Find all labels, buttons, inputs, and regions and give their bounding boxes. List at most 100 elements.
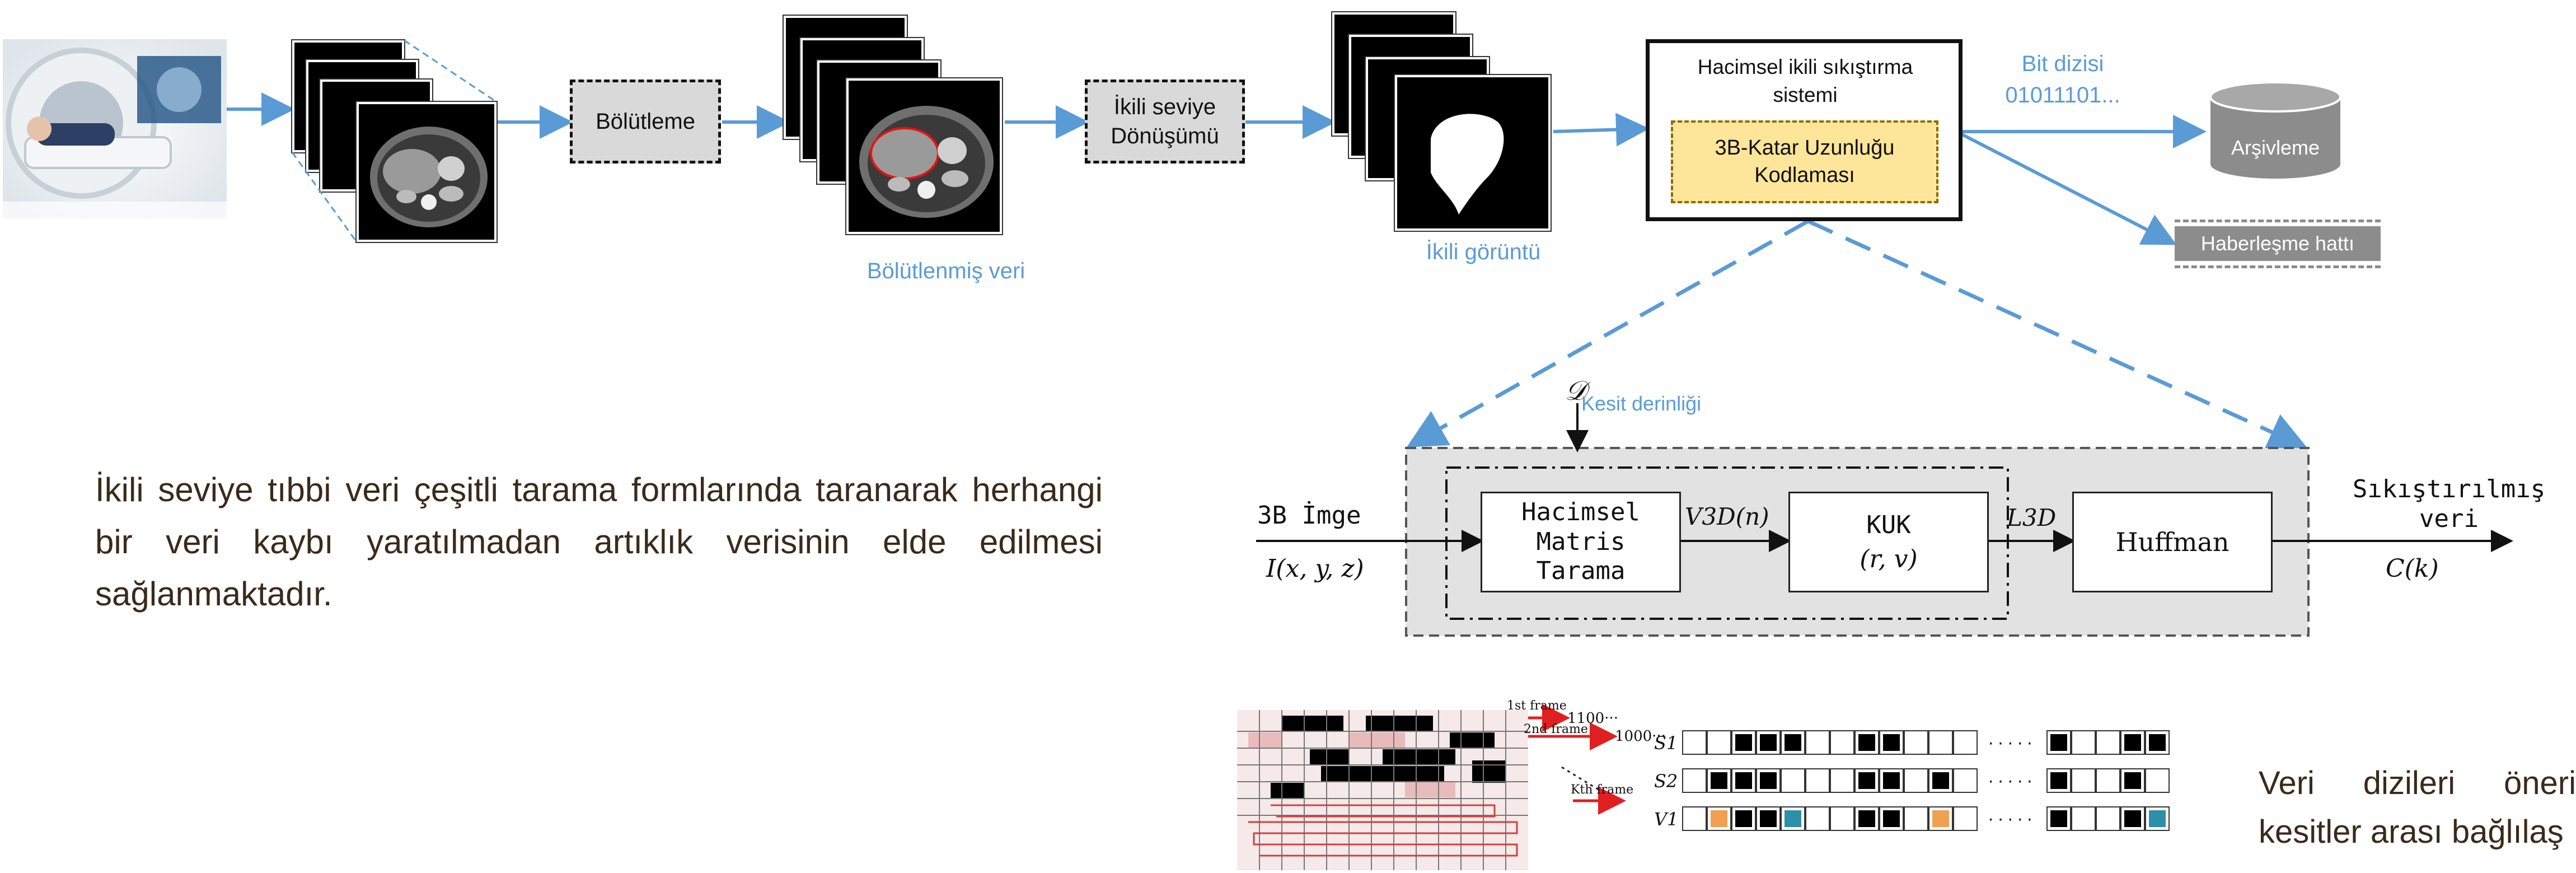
sequence-cell — [1731, 730, 1756, 755]
depth-symbol: 𝒟 — [1565, 375, 1587, 407]
second-frame-bits: 1000··· — [1615, 728, 1666, 745]
huffman-label: Huffman — [2115, 527, 2230, 557]
input-label: 3B İmge — [1257, 501, 1361, 530]
scan-block-label: Hacimsel Matris Tarama — [1521, 497, 1640, 586]
input-symbol: I(x, y, z) — [1266, 554, 1364, 583]
s2-label: S2 — [1654, 771, 1678, 792]
segmentation-label: Bölütleme — [596, 109, 695, 134]
sequence-cell — [1805, 730, 1830, 755]
sequence-cell — [1854, 806, 1879, 831]
sequence-cell — [2120, 806, 2145, 831]
sequence-cell — [1953, 768, 1978, 793]
sequence-cell — [1781, 806, 1805, 831]
sequence-cell — [1781, 768, 1805, 793]
sequence-s2: ····· — [1682, 768, 2170, 793]
sequence-cell — [1879, 730, 1904, 755]
sequence-cell — [1854, 768, 1879, 793]
sequence-cell — [1830, 768, 1854, 793]
sequence-cell — [1682, 730, 1707, 755]
sequence-cell — [1928, 768, 1953, 793]
binary-mask-stack — [1332, 12, 1556, 231]
output-label: Sıkıştırılmış veri — [2352, 475, 2546, 533]
signal-v: V3D(n) — [1685, 503, 1769, 530]
sequence-cell — [2071, 730, 2096, 755]
ct-slice-stack — [292, 40, 499, 248]
sequence-cell — [1756, 806, 1781, 831]
sequence-cell — [2120, 768, 2145, 793]
sequence-cell — [1731, 806, 1756, 831]
sequence-cell — [2120, 730, 2145, 755]
signal-l: L3D — [2007, 504, 2057, 531]
sequence-ellipsis: ····· — [1988, 770, 2036, 791]
sequence-cell — [2071, 806, 2096, 831]
output-symbol: C(k) — [2386, 554, 2439, 583]
sequence-cell — [2095, 768, 2120, 793]
second-frame-label: 2nd frame — [1524, 722, 1588, 736]
sequence-cell — [1756, 768, 1781, 793]
sequence-cell — [2046, 768, 2071, 793]
sequence-cell — [2095, 806, 2120, 831]
sequence-cell — [1707, 806, 1731, 831]
sequence-cell — [1928, 806, 1953, 831]
sequence-cell — [1830, 730, 1854, 755]
compression-system-box: Hacimsel ikili sıkıştırma sistemi 3B-Kat… — [1646, 39, 1963, 221]
sequence-cell — [2046, 806, 2071, 831]
s1-label: S1 — [1654, 732, 1678, 754]
sequence-cell — [1707, 730, 1731, 755]
channel-bar: Haberleşme hattı — [2175, 220, 2381, 270]
sequence-cell — [1682, 806, 1707, 831]
depth-label: Kesit derinliği — [1581, 392, 1702, 415]
kuk-block: KUK (r, v) — [1788, 492, 1989, 592]
channel-label: Haberleşme hattı — [2200, 232, 2355, 255]
sequence-cell — [2144, 806, 2170, 831]
sequence-cell — [1879, 768, 1904, 793]
sequence-cell — [1830, 806, 1854, 831]
archive-label: Arşivleme — [2231, 136, 2320, 159]
kuk-params: (r, v) — [1860, 545, 1918, 573]
description-right: Veri dizileri öneri kesitler arası bağlı… — [2259, 765, 2576, 850]
ct-slice-front — [357, 102, 497, 242]
binary-image-caption: İkili görüntü — [1426, 240, 1541, 264]
v1-label: V1 — [1654, 809, 1679, 830]
sequence-s1: ····· — [1682, 730, 2170, 755]
sequence-cell — [1953, 806, 1978, 831]
sequence-cell — [1904, 806, 1928, 831]
sequence-cell — [1805, 806, 1830, 831]
first-frame-label: 1st frame — [1507, 699, 1567, 713]
huffman-block: Huffman — [2072, 492, 2273, 592]
scan-block: Hacimsel Matris Tarama — [1481, 492, 1681, 592]
sequence-cell — [1953, 730, 1978, 755]
segmentation-box: Bölütleme — [570, 80, 721, 164]
bitstream-title: Bit dizisi — [2021, 52, 2104, 76]
arrow-system-to-channel — [1961, 133, 2177, 245]
kth-frame-label: Kth frame — [1571, 783, 1634, 797]
first-frame-bits: 1100··· — [1567, 710, 1618, 727]
dashed-fan-left — [1406, 219, 1809, 447]
sequence-cell — [1904, 768, 1928, 793]
sequence-cell — [2144, 730, 2170, 755]
sequence-cell — [1928, 730, 1953, 755]
sequence-cell — [1756, 730, 1781, 755]
sequence-cell — [1879, 806, 1904, 831]
sequence-cell — [1682, 768, 1707, 793]
sequence-cell — [1904, 730, 1928, 755]
dashed-fan-right — [1807, 219, 2308, 450]
sequence-cell — [1854, 730, 1879, 755]
ct-scanner-image — [3, 39, 227, 218]
sequence-cell — [1731, 768, 1756, 793]
sequence-ellipsis: ····· — [1988, 808, 2036, 829]
segmented-slice-front — [846, 78, 1002, 234]
sequence-v1: ····· — [1682, 806, 2170, 831]
sequence-cell — [2071, 768, 2096, 793]
sequence-ellipsis: ····· — [1988, 732, 2036, 753]
sequence-cell — [1707, 768, 1731, 793]
block-inner-frame — [1445, 466, 2009, 620]
volume-grid-illustration — [1237, 710, 1528, 870]
archive-cylinder: Arşivleme — [2208, 81, 2343, 182]
sequence-cell — [2144, 768, 2170, 793]
rle-label: 3B-Katar Uzunluğu Kodlaması — [1715, 136, 1895, 187]
segmented-slice-stack — [784, 16, 1008, 234]
arrow-masks-to-system — [1553, 113, 1650, 147]
binary-conversion-box: İkili seviye Dönüşümü — [1085, 80, 1245, 164]
kuk-label: KUK — [1866, 511, 1911, 539]
